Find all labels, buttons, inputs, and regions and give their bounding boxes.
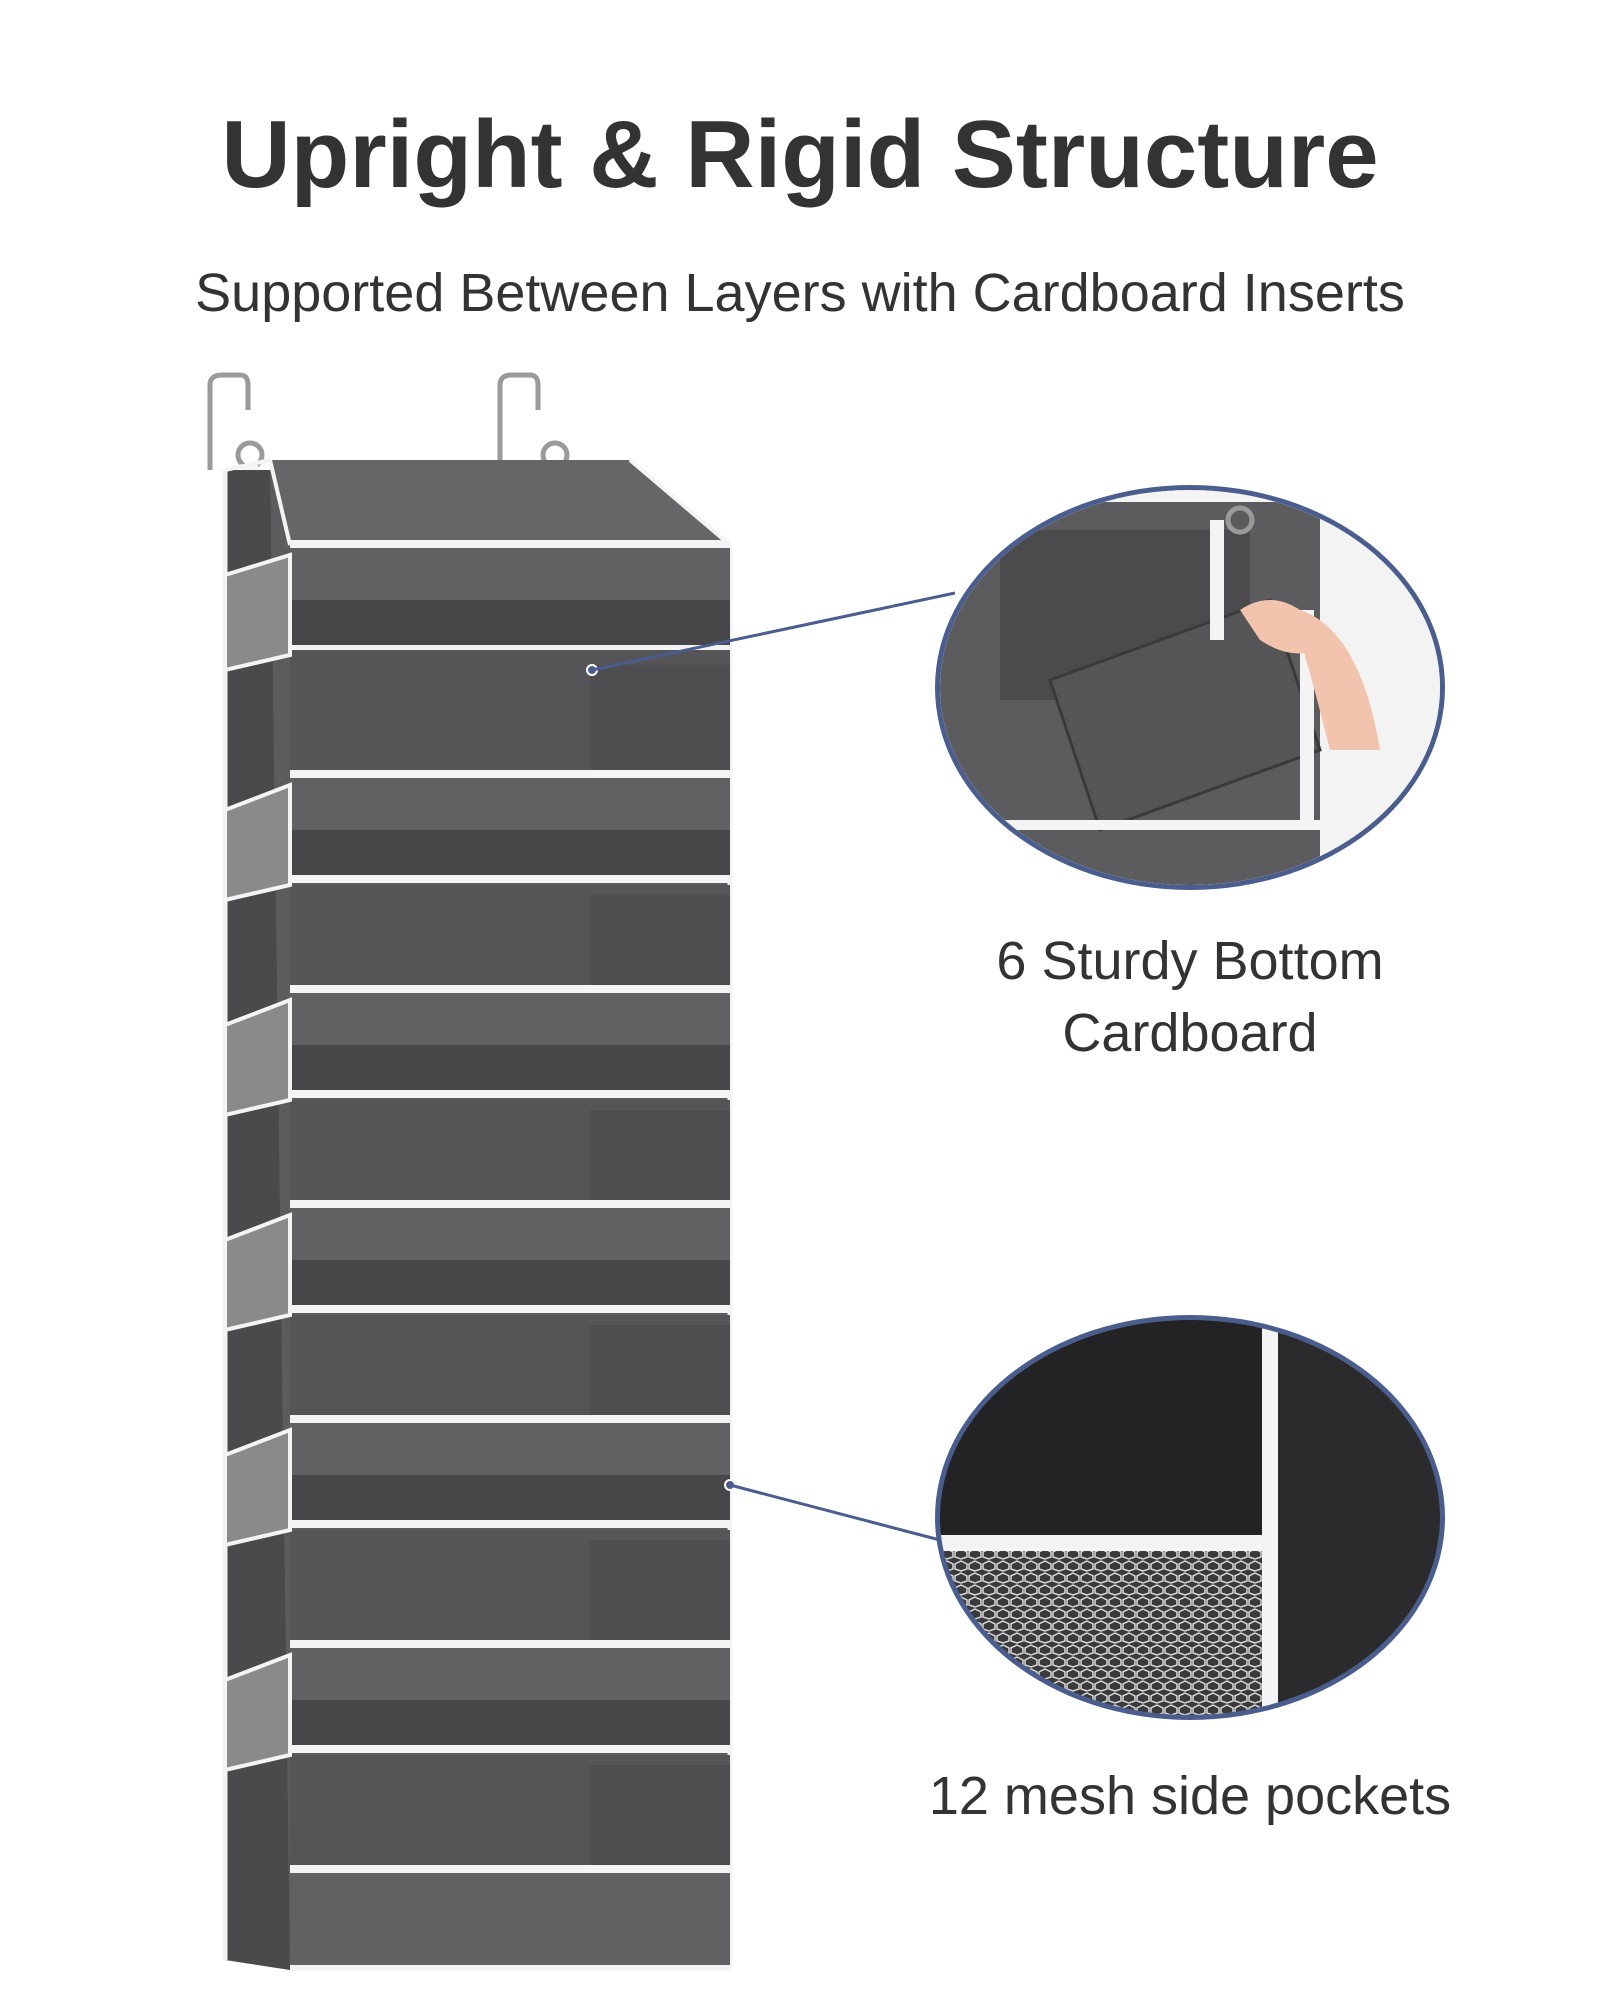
callout-caption-line: 6 Sturdy Bottom [996,931,1384,991]
callout-caption-mesh: 12 mesh side pockets [860,1760,1520,1832]
cardboard-insert-closeup [935,485,1445,890]
mesh-side-pockets [223,552,292,1773]
callout-caption-cardboard: 6 Sturdy Bottom Cardboard [900,925,1480,1069]
callout-caption-line: 12 mesh side pockets [928,1766,1452,1826]
hanging-organizer-image [207,372,736,1971]
mesh-pocket-closeup [935,1315,1445,1720]
subheadline: Supported Between Layers with Cardboard … [195,263,1405,323]
door-hook-right [497,372,570,470]
door-hook-left [207,372,265,470]
callout-caption-line: Cardboard [1062,1003,1318,1063]
shelf-stack [290,540,730,1971]
headline: Upright & Rigid Structure [221,101,1379,208]
